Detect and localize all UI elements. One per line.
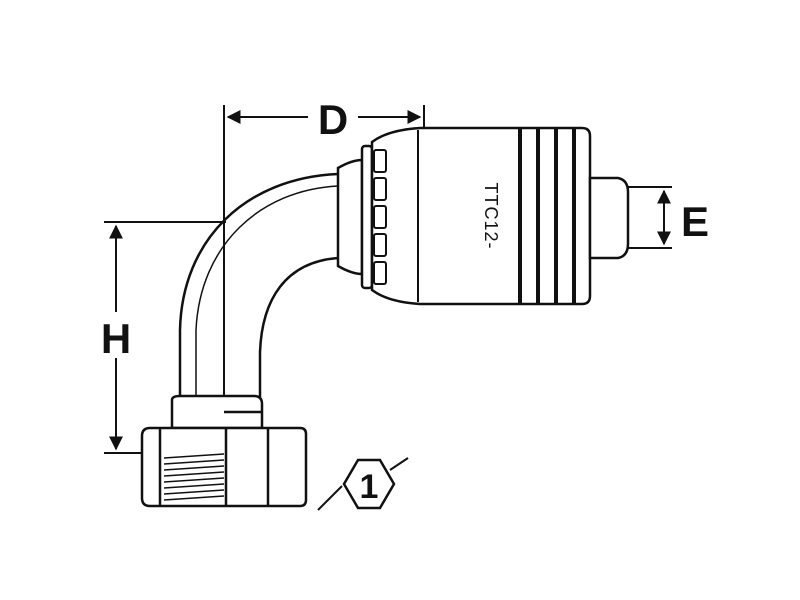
tube-outer-wall: [178, 172, 339, 400]
dimension-d-label-bg: [308, 100, 358, 140]
socket-segment: [373, 205, 387, 229]
tube-highlight-line: [195, 185, 339, 420]
dimension-e: [628, 186, 672, 249]
neck-flange-inner: [360, 144, 374, 290]
neck-flange-outer: [336, 158, 364, 276]
dimension-d-label: D: [318, 96, 348, 143]
socket-neck: [336, 144, 374, 290]
nut-thread: [163, 453, 225, 501]
socket-grip-rings: [518, 128, 576, 304]
bent-tube: [178, 172, 339, 420]
dimension-e-label: E: [681, 198, 709, 245]
callout-leader-left: [317, 485, 343, 511]
dimension-h-label: H: [101, 315, 131, 362]
socket-outline: [370, 126, 592, 306]
part-marking: TTC12-: [481, 182, 501, 249]
socket-segment: [373, 261, 387, 285]
swivel-assembly: [140, 394, 308, 508]
swivel-collar: [170, 394, 264, 430]
hose-end-stub: [588, 176, 630, 260]
callout-1: 1: [317, 457, 409, 511]
socket-segment: [373, 149, 387, 173]
dimension-h-label-bg: [92, 312, 140, 358]
socket-hex-segments: [373, 149, 387, 285]
callout-leader-right: [389, 457, 409, 471]
tube-inner-wall: [258, 256, 339, 400]
callout-hexagon: [342, 458, 396, 510]
socket-body: TTC12-: [370, 126, 592, 306]
socket-segment: [373, 177, 387, 201]
socket-segment: [373, 233, 387, 257]
callout-number: 1: [360, 468, 379, 506]
